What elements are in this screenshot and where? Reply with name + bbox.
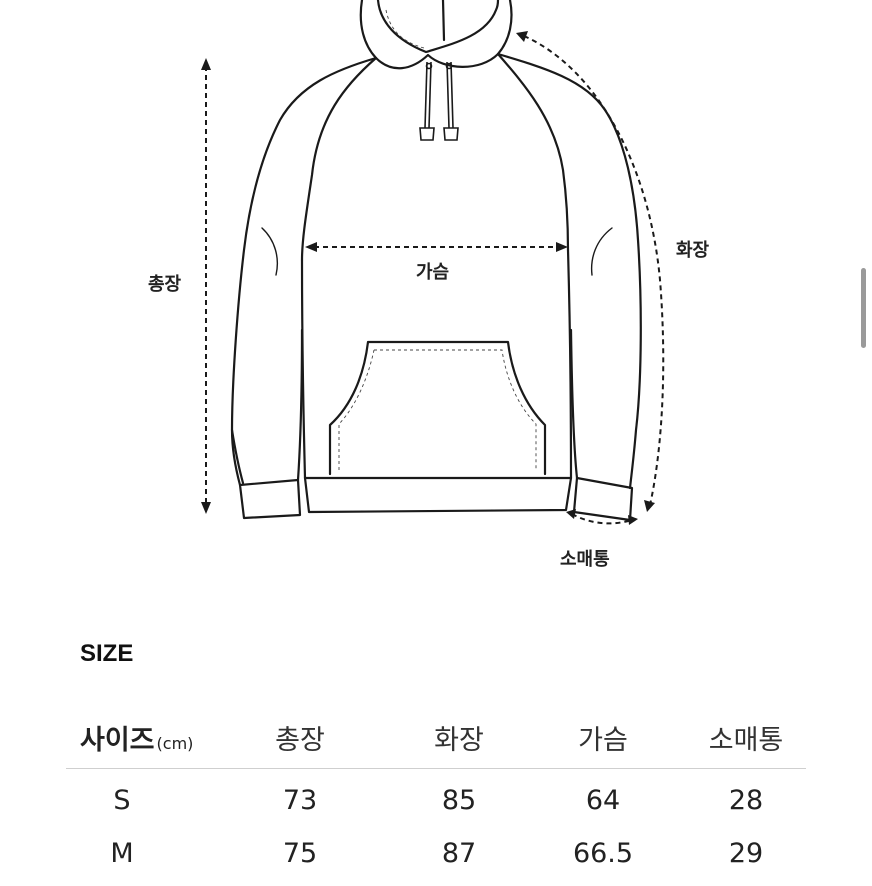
header-unit: (cm) [156,734,194,753]
measure-arrows [205,35,665,525]
chest-cell: 64 [585,785,621,816]
hoodie-size-diagram [201,0,665,525]
cuff-width-label: 소매통 [560,549,610,570]
scrollbar-thumb[interactable] [861,268,866,348]
header-sleeve-length: 화장 [434,725,484,756]
sleeve-length-cell: 87 [441,838,477,869]
cuff-cell: 28 [728,785,764,816]
hood-drawstrings [419,61,459,141]
sleeve-length-label: 화장 [676,240,710,261]
header-size-label: 사이즈(cm) [80,718,193,767]
total-length-label: 총장 [148,274,182,295]
header-cuff: 소매통 [708,725,784,756]
arrow-heads [201,31,655,525]
hoodie-stitching [338,9,537,470]
size-table-header: 사이즈(cm) 총장 화장 가슴 소매통 [66,718,806,769]
cuff-cell: 29 [728,838,764,869]
header-chest: 가슴 [578,725,628,756]
table-row: M 75 87 66.5 29 [66,822,806,875]
total-length-cell: 73 [282,785,318,816]
size-table: 사이즈(cm) 총장 화장 가슴 소매통 S 73 85 64 28 M 75 … [66,718,806,875]
size-section-title: SIZE [80,640,134,667]
size-cell: S [113,785,131,816]
header-total-length: 총장 [275,725,325,756]
table-row: S 73 85 64 28 [66,769,806,822]
chest-cell: 66.5 [572,838,634,869]
chest-label: 가슴 [416,262,450,283]
size-cell: M [110,838,134,869]
header-size-text: 사이즈 [80,725,155,756]
sleeve-length-cell: 85 [441,785,477,816]
total-length-cell: 75 [282,838,318,869]
